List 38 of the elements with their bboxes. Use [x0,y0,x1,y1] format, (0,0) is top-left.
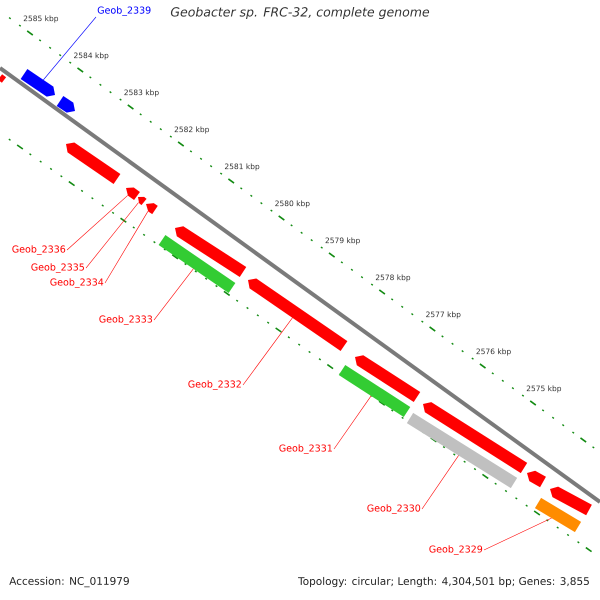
gene-block [56,96,75,113]
gene-block [248,278,348,351]
leader-line [66,195,128,250]
gene-block [66,142,120,184]
gene-block [138,196,147,206]
gene-block [406,412,518,488]
leader-line [86,202,139,268]
leader-line [422,455,459,510]
leader-line [154,268,194,320]
gene-block [146,203,158,214]
leader-line [484,518,552,550]
gene-label: Geob_2332 [188,380,241,390]
gene-block [20,69,55,97]
footer-text: Topology: circular; Length: 4,304,501 bp; Genes: 3,855 [298,576,589,588]
gene-block [175,226,246,278]
gene-label: Geob_2336 [12,245,66,255]
gene-label: Geob_2329 [429,545,482,555]
gene-block [355,355,420,402]
gene-block [550,486,592,516]
gene-block [126,188,140,200]
gene-block [423,402,528,474]
leader-line [104,211,148,284]
gene-block [0,74,6,83]
gene-label: Geob_2334 [50,278,104,288]
gene-label: Geob_2331 [279,444,332,454]
gene-block [534,498,582,532]
leader-line [334,396,372,450]
leader-line [242,318,293,386]
title: Geobacter sp. FRC-32, complete genome [170,6,430,20]
leader-line [43,16,96,80]
gene-block [527,470,546,488]
gene-label: Geob_2330 [367,504,420,514]
gene-block [158,235,236,293]
gene-block [338,364,410,418]
gene-label: Geob_2335 [31,263,84,273]
gene-label: Geob_2339 [98,6,150,16]
footer-text: Accession: NC_011979 [9,576,129,588]
gene-label: Geob_2333 [99,315,152,325]
